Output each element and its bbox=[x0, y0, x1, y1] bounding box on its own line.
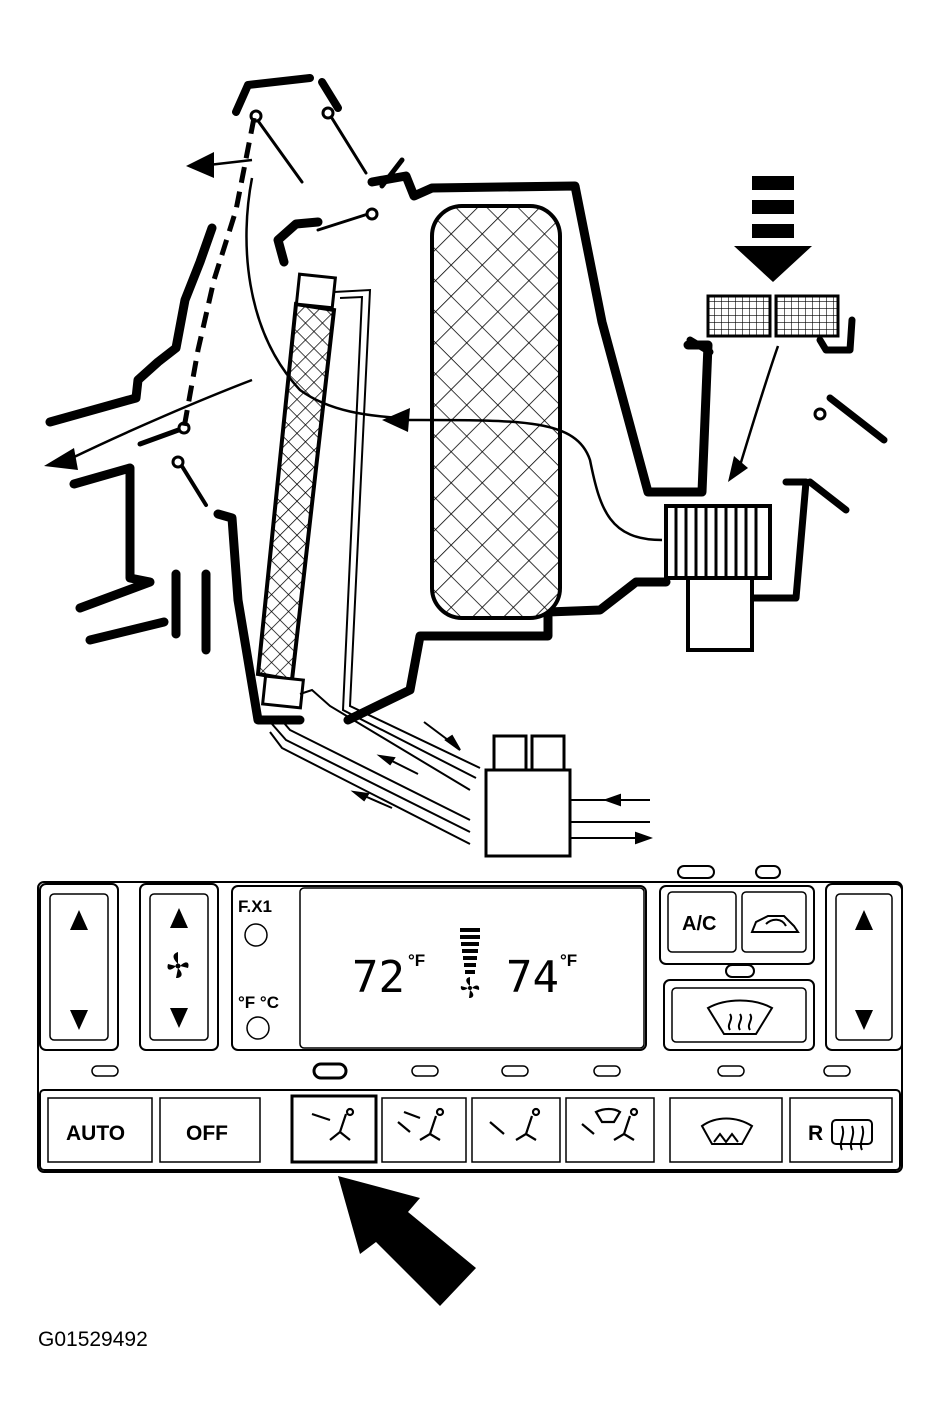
evaporator-core bbox=[430, 204, 562, 620]
mode-indicator-leds bbox=[91, 1062, 851, 1080]
defrost-mode-button[interactable] bbox=[669, 1097, 783, 1163]
right-temp-down-arrow-icon[interactable] bbox=[855, 1010, 873, 1030]
heater-core bbox=[255, 272, 338, 710]
unit-toggle-label: °F °C bbox=[238, 993, 279, 1012]
off-button[interactable]: OFF bbox=[159, 1097, 261, 1163]
panel-vent-icon bbox=[311, 1107, 355, 1141]
fan-speed-bars bbox=[460, 928, 480, 974]
fx1-label: F.X1 bbox=[238, 897, 272, 916]
right-temp-unit: °F bbox=[560, 951, 577, 970]
fresh-air-arrow bbox=[734, 176, 812, 282]
temp-down-arrow-icon[interactable] bbox=[70, 1010, 88, 1030]
front-defrost-icon bbox=[706, 999, 774, 1035]
floor-defrost-icon bbox=[581, 1107, 639, 1141]
display-fan-icon bbox=[460, 977, 480, 998]
rear-defrost-label: R bbox=[808, 1122, 823, 1145]
auto-button-label: AUTO bbox=[66, 1122, 125, 1145]
display-unit: F.X1 °F °C 72 °F 74 °F bbox=[231, 885, 647, 1051]
bilevel-mode-button[interactable] bbox=[381, 1097, 467, 1163]
airflow-arrowheads bbox=[44, 152, 748, 482]
coolant-flow-arrows bbox=[350, 721, 653, 845]
selection-pointer-arrow bbox=[338, 1176, 476, 1306]
floor-mode-button[interactable] bbox=[471, 1097, 561, 1163]
recirc-button[interactable] bbox=[741, 891, 807, 953]
left-temp-unit: °F bbox=[408, 951, 425, 970]
bilevel-icon bbox=[397, 1107, 445, 1141]
ac-button-label: A/C bbox=[682, 913, 716, 935]
right-temp-readout: 74 bbox=[506, 952, 559, 1003]
figure-id: G01529492 bbox=[38, 1328, 148, 1351]
ac-button[interactable]: A/C bbox=[667, 891, 737, 953]
floor-defrost-mode-button[interactable] bbox=[565, 1097, 655, 1163]
fan-icon bbox=[167, 952, 189, 978]
rear-defrost-button[interactable]: R bbox=[789, 1097, 893, 1163]
blend-door-path bbox=[181, 117, 257, 429]
fan-down-arrow-icon[interactable] bbox=[170, 1008, 188, 1028]
unit-toggle-button[interactable] bbox=[246, 1016, 270, 1040]
temp-up-arrow-icon[interactable] bbox=[70, 910, 88, 930]
left-temp-rocker[interactable] bbox=[39, 883, 119, 1051]
right-temp-rocker[interactable] bbox=[825, 883, 903, 1051]
windshield-defrost-icon bbox=[700, 1117, 754, 1145]
rear-defrost-icon bbox=[831, 1119, 873, 1151]
right-temp-up-arrow-icon[interactable] bbox=[855, 910, 873, 930]
panel-vent-mode-button[interactable] bbox=[290, 1094, 378, 1164]
recirc-car-icon bbox=[750, 915, 800, 933]
off-button-label: OFF bbox=[186, 1122, 228, 1145]
left-temp-readout: 72 bbox=[352, 952, 405, 1003]
coolant-tubes bbox=[269, 288, 481, 845]
fx1-button[interactable] bbox=[244, 923, 268, 947]
intake-filter bbox=[706, 294, 840, 338]
fan-up-arrow-icon[interactable] bbox=[170, 908, 188, 928]
airflow-paths bbox=[71, 158, 780, 542]
mode-button-row: AUTO OFF bbox=[39, 1089, 901, 1171]
ac-recirc-block: A/C bbox=[659, 885, 815, 965]
blower-motor bbox=[664, 504, 772, 652]
front-defrost-button[interactable] bbox=[663, 979, 815, 1051]
fan-speed-rocker[interactable] bbox=[139, 883, 219, 1051]
auto-button[interactable]: AUTO bbox=[47, 1097, 153, 1163]
floor-icon bbox=[489, 1107, 541, 1141]
hvac-housing bbox=[45, 74, 888, 725]
